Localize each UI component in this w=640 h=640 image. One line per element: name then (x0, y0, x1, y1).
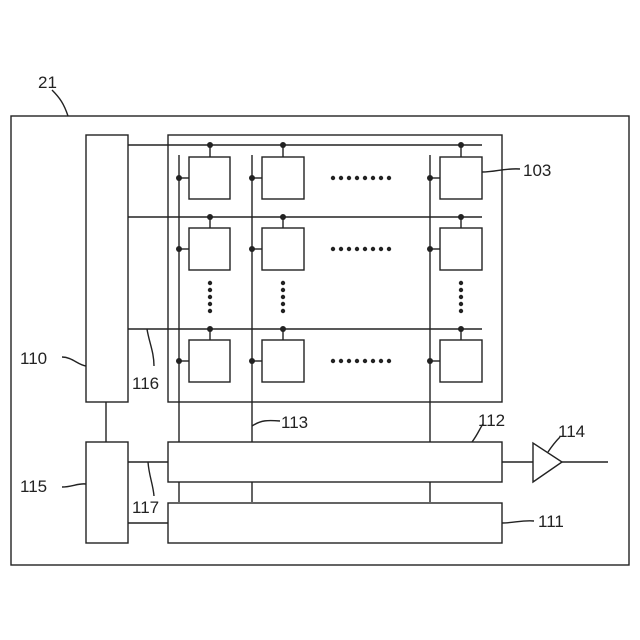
control-line-label: 117 (132, 498, 159, 517)
vertical-drive-label: 110 (20, 349, 47, 368)
device-label: 21 (38, 73, 57, 92)
horizontal-drive-label: 111 (538, 512, 564, 531)
horizontal-ellipsis (331, 247, 391, 251)
pixel-cell (440, 340, 482, 382)
pixel-cell (189, 340, 230, 382)
vertical-ellipsis (208, 281, 212, 313)
row-line-label: 116 (132, 374, 159, 393)
horizontal-drive-leader (502, 521, 534, 523)
column-line-leader (252, 421, 280, 426)
pixel-cell (440, 228, 482, 270)
vertical-drive-leader (62, 357, 86, 366)
device-leader (52, 90, 68, 116)
column-processing-label: 112 (478, 411, 505, 430)
pixel-cell (262, 157, 304, 199)
output-amp-triangle (533, 443, 562, 482)
vertical-ellipsis (459, 281, 463, 313)
system-control-leader (62, 484, 86, 487)
pixel-cell (262, 340, 304, 382)
pixel-leader (482, 169, 520, 172)
column-line-label: 113 (281, 413, 308, 432)
vertical-ellipsis (281, 281, 285, 313)
pixel-row (176, 214, 482, 270)
row-line-leader (147, 329, 154, 366)
pixel-cell (189, 228, 230, 270)
pixel-row (176, 326, 482, 382)
horizontal-ellipsis (331, 359, 391, 363)
pixel-cell (262, 228, 304, 270)
column-processing-block (168, 442, 502, 482)
output-amp-label: 114 (558, 422, 585, 441)
pixel-cell (189, 157, 230, 199)
horizontal-ellipsis (331, 176, 391, 180)
control-line-leader (148, 462, 154, 496)
pixel-label: 103 (523, 161, 551, 180)
system-control-label: 115 (20, 477, 47, 496)
vertical-drive-block (86, 135, 128, 402)
system-control-block (86, 442, 128, 543)
pixel-cell (440, 157, 482, 199)
horizontal-drive-block (168, 503, 502, 543)
pixel-row (176, 142, 482, 199)
